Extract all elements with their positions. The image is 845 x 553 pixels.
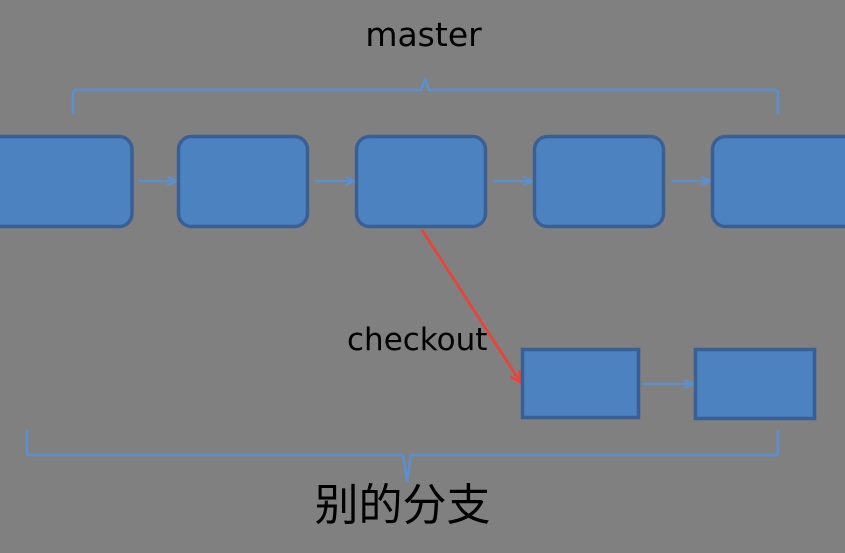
other-branch-label: 别的分支 [314, 480, 491, 531]
master-commit-4[interactable] [532, 134, 666, 229]
master-commit-5[interactable] [710, 134, 845, 229]
other-branch-commit-nodes [520, 347, 817, 421]
master-commit-3[interactable] [354, 134, 488, 229]
other-branch-commit-1[interactable] [520, 347, 641, 420]
checkout-action-label: checkout [347, 322, 488, 358]
master-branch-label: master [365, 15, 482, 54]
master-commit-nodes [0, 134, 845, 229]
other-branch-commit-2[interactable] [693, 347, 817, 421]
checkout-arrow [420, 229, 521, 383]
master-brace [71, 77, 780, 115]
master-commit-1[interactable] [0, 134, 134, 229]
master-commit-2[interactable] [176, 134, 310, 229]
other-branch-brace [25, 429, 780, 483]
